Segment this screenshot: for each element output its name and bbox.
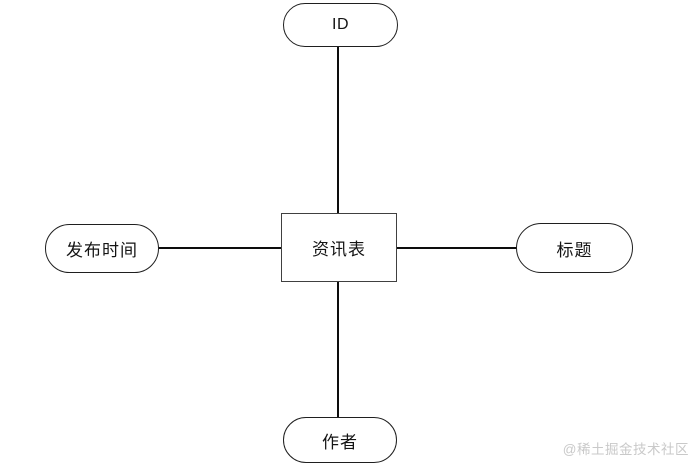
attribute-node-title: 标题 xyxy=(516,223,633,273)
attribute-label-author: 作者 xyxy=(322,432,358,452)
entity-label: 资讯表 xyxy=(312,240,366,259)
connector-id-to-entity xyxy=(337,46,339,214)
watermark: @稀土掘金技术社区 xyxy=(562,442,689,457)
attribute-label-id: ID xyxy=(332,16,349,33)
connector-publishtime-to-entity xyxy=(158,247,282,249)
connector-title-to-entity xyxy=(396,247,517,249)
attribute-label-publish-time: 发布时间 xyxy=(66,241,138,260)
attribute-label-title: 标题 xyxy=(556,240,593,260)
connector-author-to-entity xyxy=(337,281,339,418)
attribute-node-id: ID xyxy=(283,3,398,47)
attribute-node-publish-time: 发布时间 xyxy=(45,224,159,273)
entity-node-news-table: 资讯表 xyxy=(281,213,397,282)
attribute-node-author: 作者 xyxy=(283,417,397,463)
